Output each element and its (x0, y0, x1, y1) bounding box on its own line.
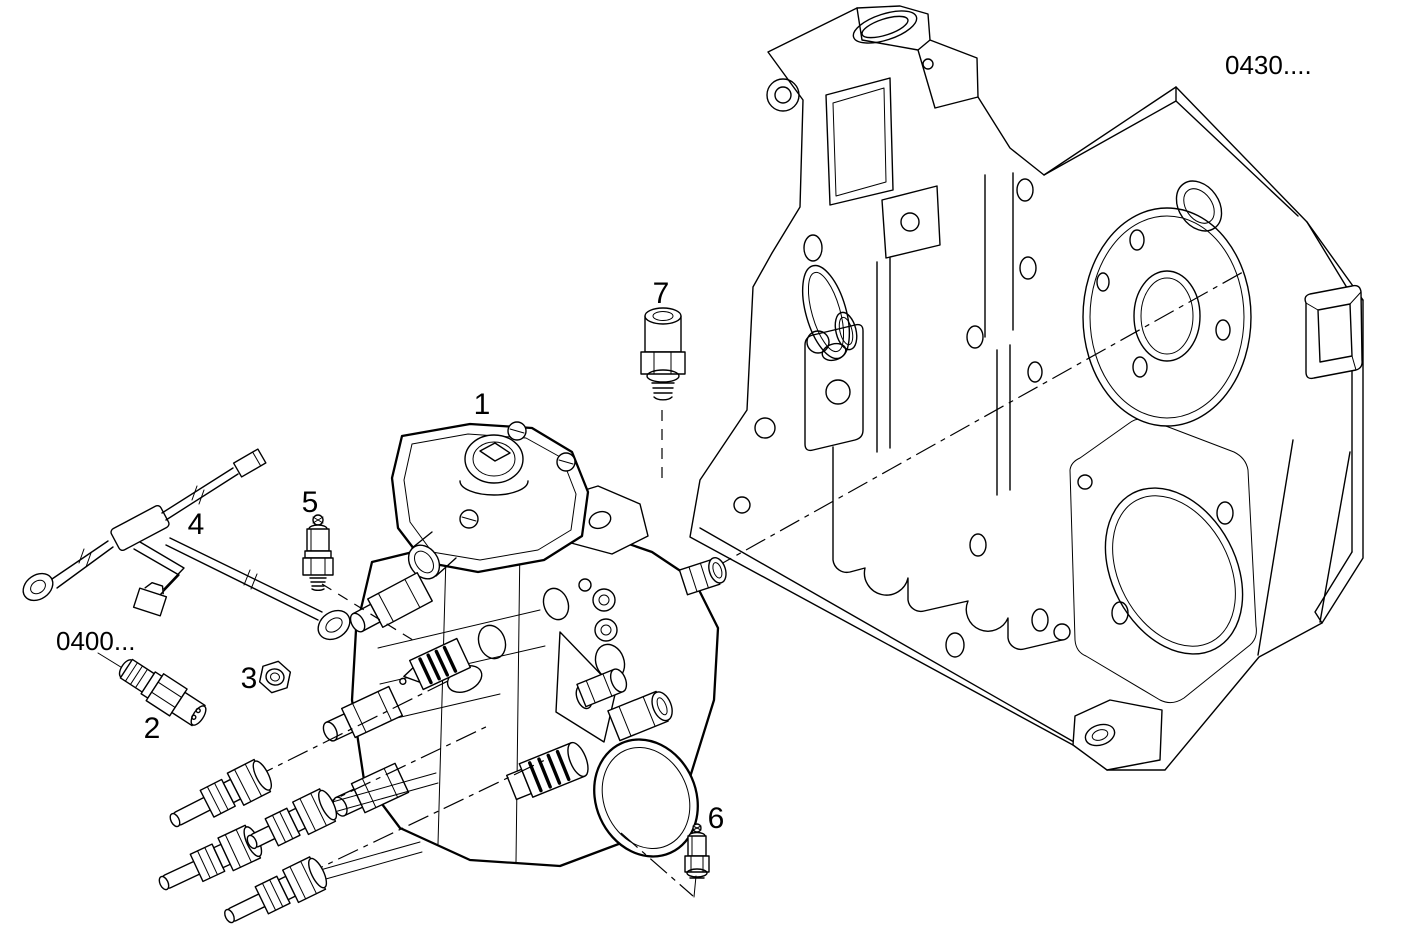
part-3-nut (258, 660, 292, 694)
delivery-union (224, 856, 328, 924)
outlet-fitting (607, 690, 673, 742)
callout-5: 5 (302, 486, 319, 519)
shutoff-solenoid (399, 637, 483, 693)
timing-piston (506, 741, 589, 801)
delivery-union (246, 788, 338, 850)
callout-6: 6 (708, 802, 725, 835)
wiring-harness (22, 448, 351, 641)
callout-1: 1 (474, 388, 491, 421)
part-2-sensor (97, 652, 207, 727)
callout-3: 3 (241, 662, 258, 695)
callout-2: 2 (144, 712, 161, 745)
fuel-injection-pump (322, 421, 727, 868)
outlet-fitting (576, 668, 628, 708)
pump-centerline (711, 271, 1244, 570)
ref-code-0400: 0400... (56, 626, 136, 656)
ref-code-0430: 0430.... (1225, 50, 1312, 80)
callout-labels: 1 2 3 4 5 6 7 0400... 0430.... (56, 50, 1312, 835)
cover-screws (459, 421, 576, 529)
hex-fitting (322, 685, 404, 742)
callout-4: 4 (188, 508, 205, 541)
part-5-fitting (302, 514, 417, 643)
rear-boss (678, 556, 727, 596)
callout-7: 7 (653, 277, 670, 310)
part-7-sensor (640, 307, 686, 478)
hex-fitting (349, 572, 433, 633)
delivery-union (169, 758, 273, 828)
delivery-union (158, 824, 263, 891)
gear-case-housing (689, 5, 1364, 771)
part-6-fitting (620, 823, 710, 898)
